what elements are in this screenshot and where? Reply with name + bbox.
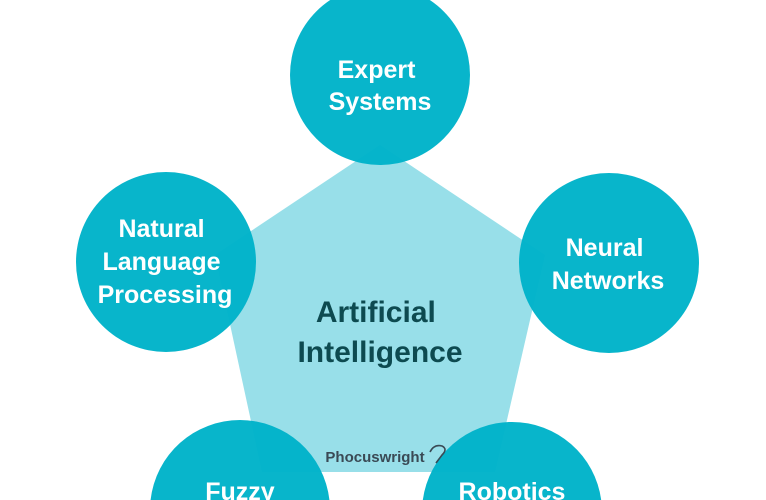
node-label-neural-networks: Neural Networks [552,234,665,295]
node-label-fuzzy: Fuzzy [205,478,275,500]
center-title: Artificial Intelligence [297,296,462,369]
node-circle-fuzzy [150,420,330,500]
logo-mark-icon [429,444,446,464]
node-label-robotics: Robotics [459,478,566,500]
node-label-expert-systems: Expert Systems [329,56,432,116]
phocuswright-logo: Phocuswright [325,449,424,466]
node-circle-robotics [422,421,602,500]
node-circle-natural-language-processing [76,172,256,352]
node-label-natural-language-processing: Natural Language Processing [98,215,233,309]
node-circle-expert-systems [290,0,470,165]
node-circle-neural-networks [519,173,699,353]
center-pentagon [215,145,545,472]
